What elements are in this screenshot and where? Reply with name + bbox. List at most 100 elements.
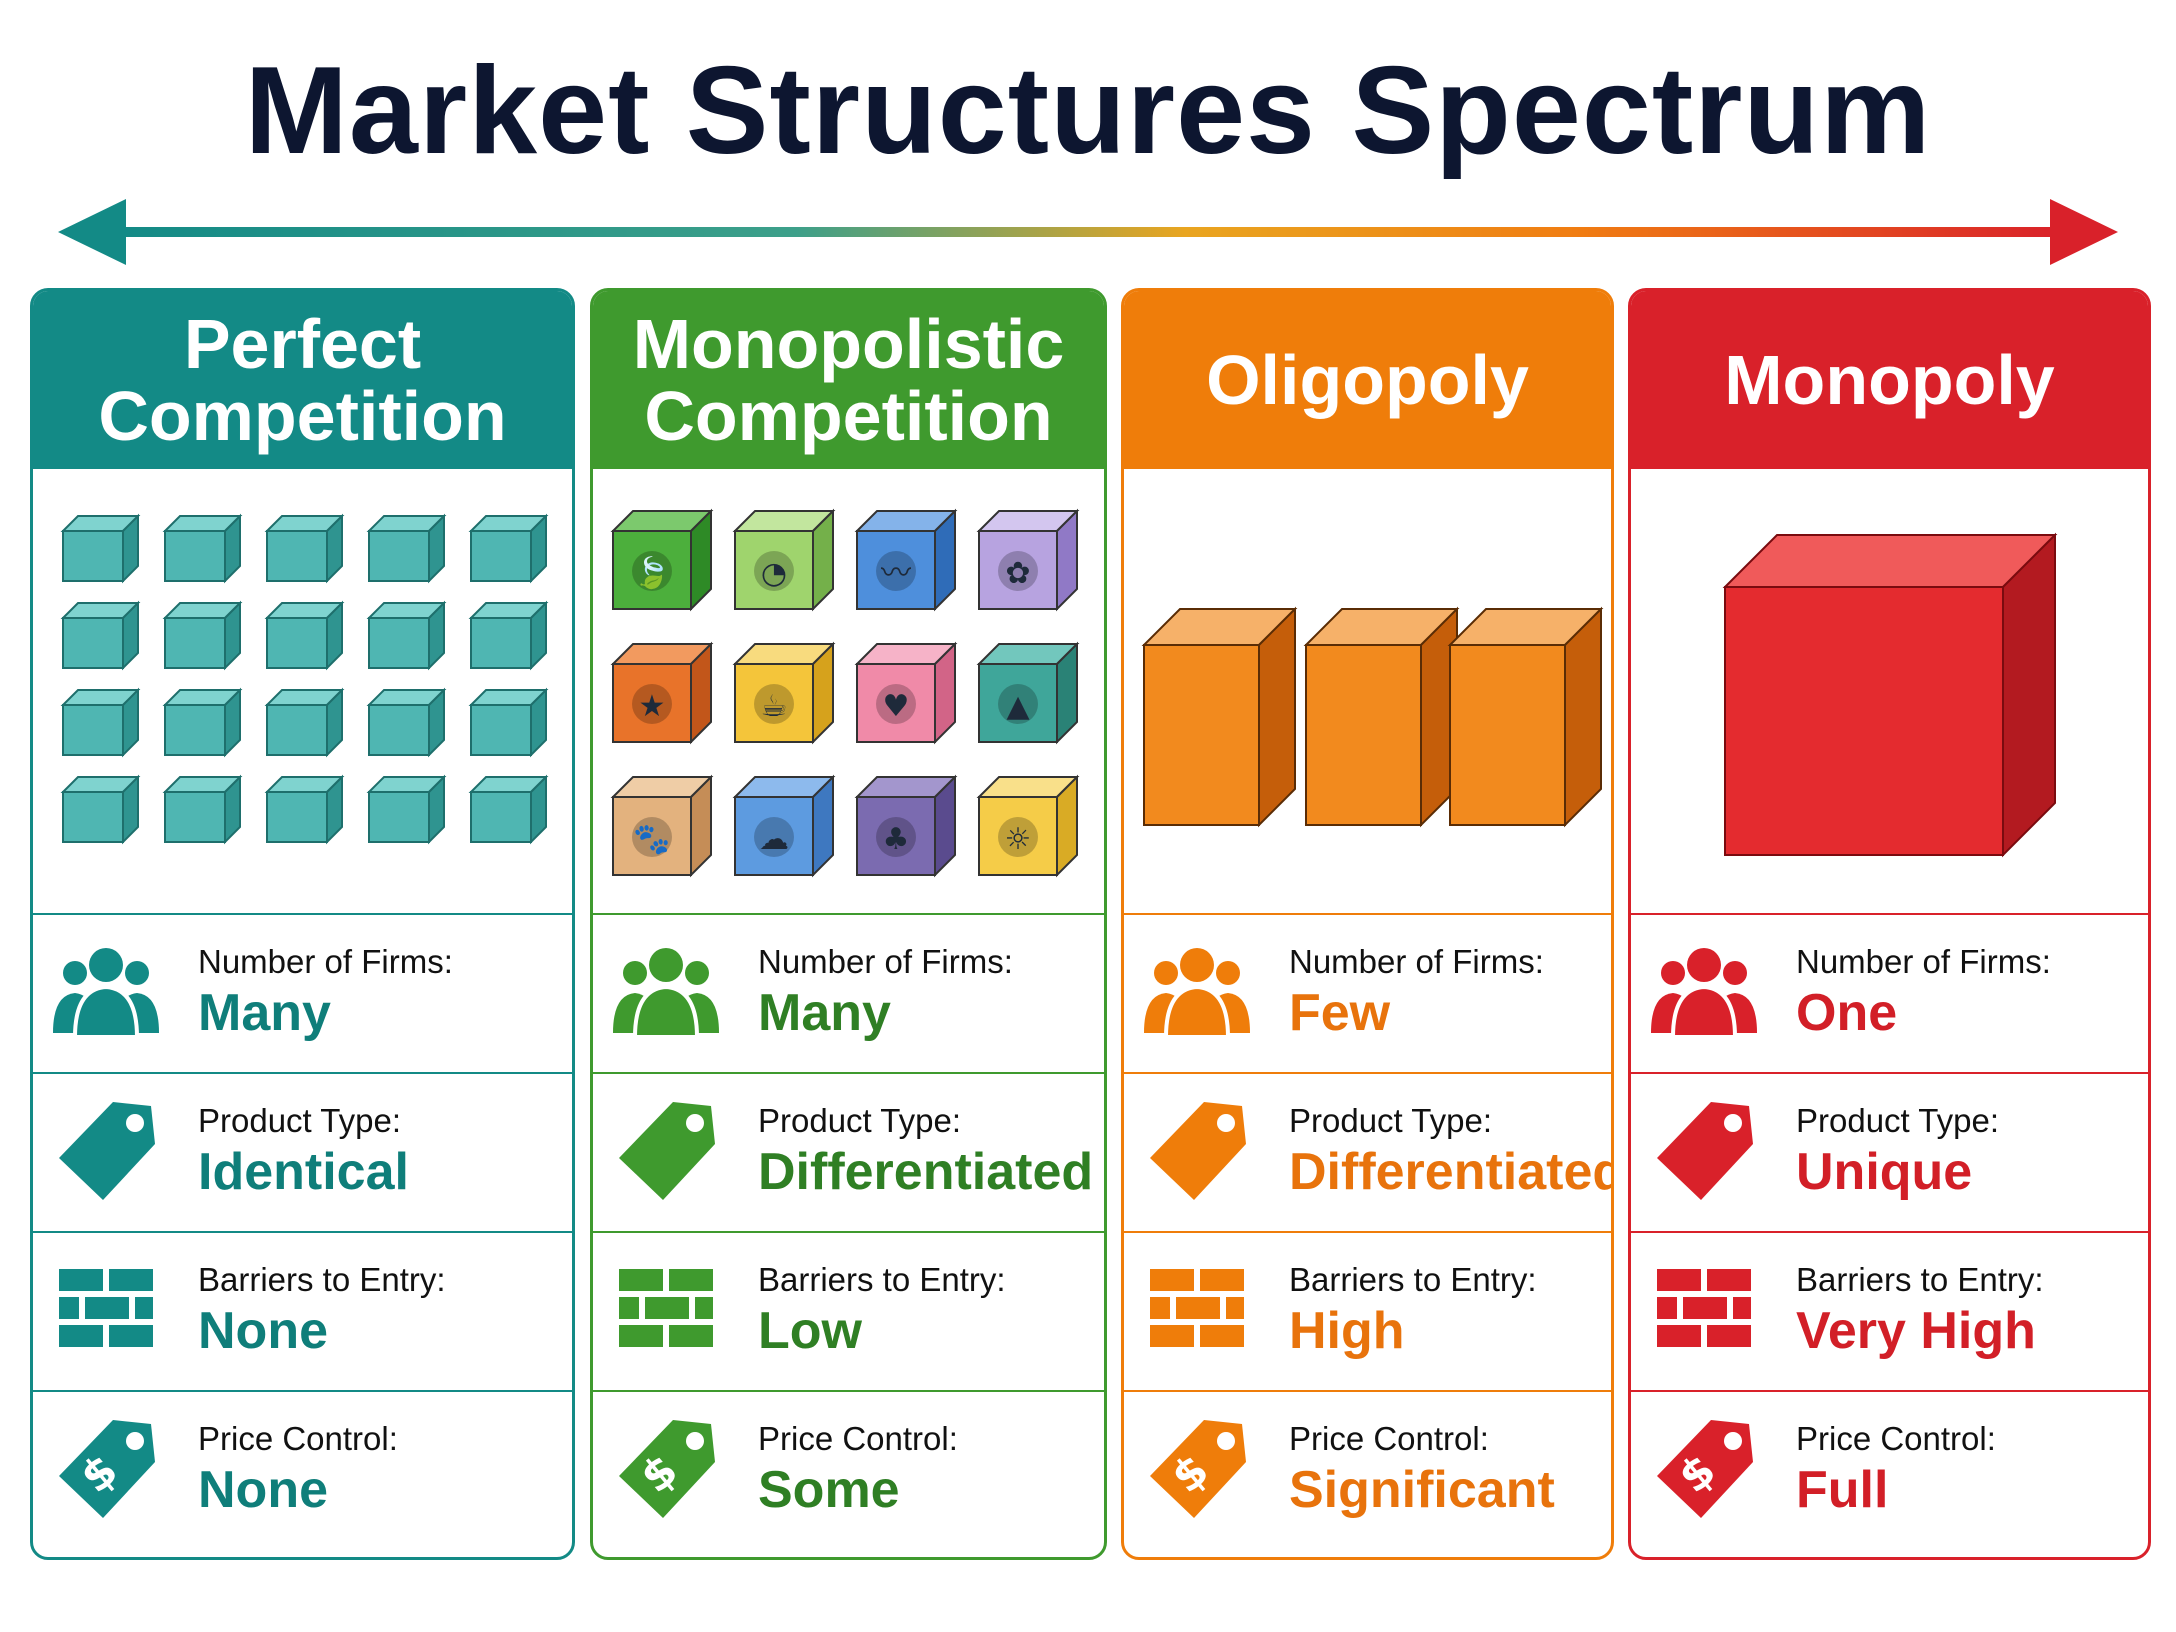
product-cube: ◔ — [732, 508, 836, 612]
card-title-line: Perfect — [183, 305, 422, 383]
product-cube: ☼ — [976, 774, 1080, 878]
people-group-icon — [51, 937, 161, 1047]
firm-cube — [264, 600, 345, 671]
price-tag-icon — [611, 1096, 721, 1206]
attribute-label: Barriers to Entry: — [1796, 1261, 2044, 1298]
attribute-label: Price Control: — [198, 1420, 398, 1457]
attribute-row-product: Product Type:Identical — [33, 1074, 572, 1233]
firm-cube — [162, 600, 243, 671]
firm-cube — [468, 687, 549, 758]
product-cube: ▲ — [976, 641, 1080, 745]
attribute-row-firms: Number of Firms:Many — [33, 915, 572, 1074]
attribute-row-barriers: Barriers to Entry: Low — [593, 1233, 1104, 1392]
attribute-label: Number of Firms: — [1289, 943, 1544, 980]
card-illustration — [33, 469, 572, 915]
dollar-tag-icon: $ — [1142, 1414, 1252, 1524]
attribute-value: Many — [758, 984, 891, 1042]
firm-cube — [366, 513, 447, 584]
svg-text:★: ★ — [639, 689, 666, 724]
attribute-value: Very High — [1796, 1302, 2036, 1360]
firm-cube — [60, 687, 141, 758]
product-cube: 〰 — [854, 508, 958, 612]
card-title-line: Competition — [98, 377, 507, 455]
attribute-value: Significant — [1289, 1461, 1555, 1519]
brick-wall-icon — [1649, 1255, 1759, 1365]
attribute-label: Product Type: — [1796, 1102, 2000, 1139]
svg-text:〰: 〰 — [881, 556, 911, 591]
firm-cube — [162, 513, 243, 584]
attribute-value: Some — [758, 1461, 900, 1519]
attribute-row-barriers: Barriers to Entry:High — [1124, 1233, 1611, 1392]
card-title: Oligopoly — [1124, 291, 1611, 469]
attribute-row-barriers: Barriers to Entry: Very High — [1631, 1233, 2148, 1392]
firm-block — [1141, 606, 1298, 828]
dollar-tag-icon: $ — [611, 1414, 721, 1524]
firm-block — [1447, 606, 1604, 828]
card-illustration — [1631, 469, 2148, 915]
card-title-line: Monopoly — [1724, 341, 2055, 419]
attribute-value: None — [198, 1461, 328, 1519]
attribute-value: Differentiated — [758, 1143, 1094, 1201]
price-tag-icon — [51, 1096, 161, 1206]
product-cube: ☁ — [732, 774, 836, 878]
svg-text:♥: ♥ — [883, 689, 910, 724]
svg-text:☼: ☼ — [1005, 822, 1032, 857]
firm-cube — [60, 513, 141, 584]
people-group-icon — [611, 937, 721, 1047]
product-cube: ☕ — [732, 641, 836, 745]
people-group-icon — [1142, 937, 1252, 1047]
svg-text:🐾: 🐾 — [633, 822, 670, 857]
attribute-value: Low — [758, 1302, 862, 1360]
attribute-row-product: Product Type:Unique — [1631, 1074, 2148, 1233]
firm-cube — [366, 600, 447, 671]
card-title-line: Oligopoly — [1206, 341, 1529, 419]
firm-cube — [162, 774, 243, 845]
people-group-icon — [1649, 937, 1759, 1047]
svg-text:♣: ♣ — [883, 822, 910, 857]
attribute-row-barriers: Barriers to Entry:None — [33, 1233, 572, 1392]
attribute-label: Price Control: — [1289, 1420, 1489, 1457]
firm-cube — [468, 774, 549, 845]
firm-cube — [264, 513, 345, 584]
attribute-row-price: $ Price Control: Significant — [1124, 1392, 1611, 1551]
market-card-oligopoly: Oligopoly Number of Firms:Few Product Ty… — [1121, 288, 1614, 1560]
page-title: Market Structures Spectrum — [244, 42, 1932, 180]
firm-cube — [366, 687, 447, 758]
card-title-line: Competition — [644, 377, 1053, 455]
attribute-row-price: $ Price Control:Full — [1631, 1392, 2148, 1551]
firm-cube — [162, 687, 243, 758]
product-cube: ♥ — [854, 641, 958, 745]
attribute-row-firms: Number of Firms: Many — [593, 915, 1104, 1074]
firm-block — [1303, 606, 1460, 828]
product-cube: 🍃 — [610, 508, 714, 612]
firm-cube — [264, 687, 345, 758]
firm-cube — [60, 600, 141, 671]
card-title-line: Monopolistic — [632, 305, 1065, 383]
product-cube: ♣ — [854, 774, 958, 878]
monopoly-block — [1722, 532, 2058, 858]
spectrum-arrow — [58, 199, 2118, 265]
attribute-value: Many — [198, 984, 331, 1042]
svg-text:☕: ☕ — [761, 689, 788, 724]
card-title: Monopoly — [1631, 291, 2148, 469]
attribute-label: Barriers to Entry: — [198, 1261, 446, 1298]
price-tag-icon — [1649, 1096, 1759, 1206]
product-cube: ✿ — [976, 508, 1080, 612]
svg-text:✿: ✿ — [1005, 556, 1030, 591]
svg-text:🍃: 🍃 — [633, 554, 670, 591]
card-illustration — [1124, 469, 1611, 915]
attribute-row-product: Product Type:Differentiated — [1124, 1074, 1611, 1233]
price-tag-icon — [1142, 1096, 1252, 1206]
brick-wall-icon — [51, 1255, 161, 1365]
attribute-label: Barriers to Entry: — [758, 1261, 1006, 1298]
attribute-label: Number of Firms: — [758, 943, 1013, 980]
brick-wall-icon — [611, 1255, 721, 1365]
dollar-tag-icon: $ — [1649, 1414, 1759, 1524]
product-cube: ★ — [610, 641, 714, 745]
attribute-label: Price Control: — [758, 1420, 958, 1457]
attribute-row-product: Product Type:Differentiated — [593, 1074, 1104, 1233]
